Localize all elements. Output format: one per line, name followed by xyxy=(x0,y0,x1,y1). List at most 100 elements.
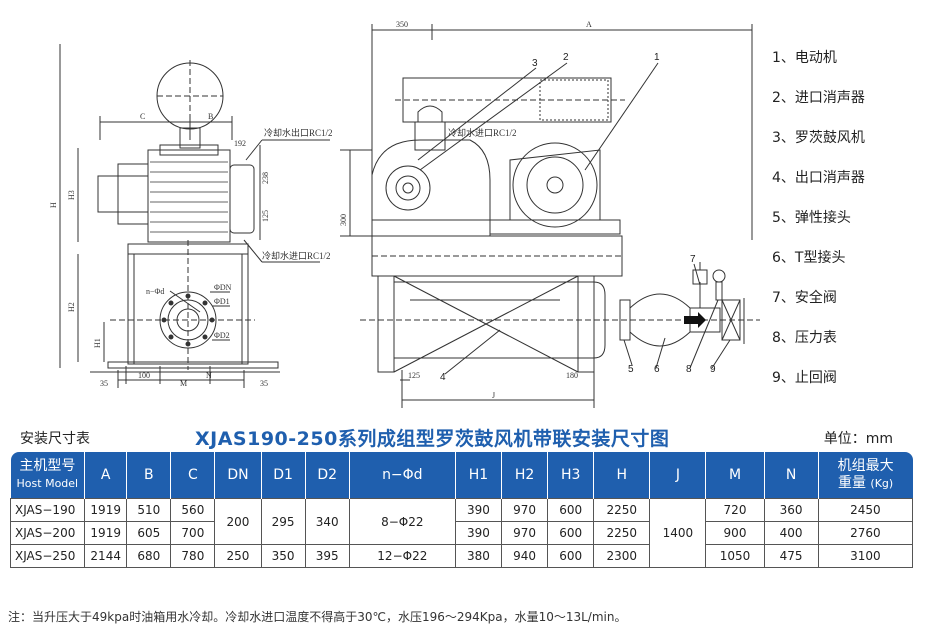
col-header-d2: D2 xyxy=(305,452,350,499)
cell-dn: 200 xyxy=(214,498,262,545)
legend-item-flex-joint: 5、弹性接头 xyxy=(772,210,851,226)
cell-c: 700 xyxy=(170,521,216,545)
dim-phidn: ΦDN xyxy=(214,283,232,292)
dim-350: 350 xyxy=(396,20,408,29)
dim-j: J xyxy=(492,391,495,400)
col-header-b: B xyxy=(126,452,172,499)
dim-300: 300 xyxy=(339,214,348,226)
cell-c: 560 xyxy=(170,498,216,522)
cell-m: 720 xyxy=(705,498,765,522)
cell-m: 1050 xyxy=(705,544,765,568)
dim-n: N xyxy=(206,371,212,380)
col-header-model-en: Host Model xyxy=(16,477,79,490)
dim-h3: H3 xyxy=(67,190,76,200)
side-view xyxy=(340,24,760,408)
cell-h: 2250 xyxy=(593,521,651,545)
legend-item-inlet-silencer: 2、进口消声器 xyxy=(772,90,865,106)
callout-1: 1 xyxy=(654,52,660,63)
dim-100: 100 xyxy=(138,371,150,380)
col-header-m: M xyxy=(705,452,765,499)
callout-8: 8 xyxy=(686,364,692,375)
legend-item-t-joint: 6、T型接头 xyxy=(772,250,846,266)
cell-weight: 2450 xyxy=(817,498,914,522)
callout-6: 6 xyxy=(654,364,660,375)
note-cool-in: 冷却水进口RC1/2 xyxy=(262,250,331,261)
cell-a: 2144 xyxy=(84,544,128,568)
col-header-j: J xyxy=(649,452,707,499)
table-row: XJAS−250 2144 680 780 250 350 395 12−Φ22… xyxy=(9,544,914,568)
cell-dn: 250 xyxy=(214,544,262,568)
dim-phid1: ΦD1 xyxy=(214,297,230,306)
note-cool-side: 冷却水进口RC1/2 xyxy=(448,127,517,138)
cell-h3: 600 xyxy=(547,544,595,568)
cell-c: 780 xyxy=(170,544,216,568)
col-header-h3: H3 xyxy=(547,452,595,499)
col-header-model-cn: 主机型号 xyxy=(19,458,76,474)
cell-n: 475 xyxy=(763,544,819,568)
dimension-table: 主机型号 Host Model A B C DN D1 D2 n−Φd H1 H… xyxy=(9,452,914,568)
cell-h: 2300 xyxy=(593,544,651,568)
cell-m: 900 xyxy=(705,521,765,545)
legend-item-check-valve: 9、止回阀 xyxy=(772,370,837,386)
dim-phid2: ΦD2 xyxy=(214,331,230,340)
callout-5: 5 xyxy=(628,364,634,375)
cell-n-phid: 12−Φ22 xyxy=(348,544,456,568)
cell-b: 605 xyxy=(126,521,172,545)
cell-n: 360 xyxy=(763,498,819,522)
table-caption: 安装尺寸表 xyxy=(20,431,90,447)
col-header-h1: H1 xyxy=(455,452,503,499)
parts-legend: 1、电动机 2、进口消声器 3、罗茨鼓风机 4、出口消声器 5、弹性接头 6、T… xyxy=(772,48,922,408)
dim-238: 238 xyxy=(261,172,270,184)
cell-j: 1400 xyxy=(649,498,707,568)
col-header-h2: H2 xyxy=(501,452,549,499)
cell-h3: 600 xyxy=(547,521,595,545)
dim-c: C xyxy=(140,112,145,121)
cell-model: XJAS−190 xyxy=(9,498,86,522)
page-title: XJAS190-250系列成组型罗茨鼓风机带联安装尺寸图 xyxy=(195,428,670,450)
cell-h2: 970 xyxy=(501,521,549,545)
cell-h: 2250 xyxy=(593,498,651,522)
cell-d1: 350 xyxy=(260,544,306,568)
callout-9: 9 xyxy=(710,364,716,375)
table-header-row: 主机型号 Host Model A B C DN D1 D2 n−Φd H1 H… xyxy=(10,452,913,499)
cell-n: 400 xyxy=(763,521,819,545)
cell-h1: 390 xyxy=(454,521,503,545)
col-header-h: H xyxy=(593,452,651,499)
footnote: 注：当升压大于49kpa时油箱用水冷却。冷却水进口温度不得高于30℃，水压196… xyxy=(8,610,627,624)
cell-h2: 940 xyxy=(501,544,549,568)
dim-m: M xyxy=(180,379,187,388)
legend-item-safety-valve: 7、安全阀 xyxy=(772,290,837,306)
cell-weight: 3100 xyxy=(817,544,914,568)
legend-item-pressure-gauge: 8、压力表 xyxy=(772,330,837,346)
cell-h1: 390 xyxy=(454,498,503,522)
note-cool-out: 冷却水出口RC1/2 xyxy=(264,127,333,138)
dim-125: 125 xyxy=(408,371,420,380)
legend-item-outlet-silencer: 4、出口消声器 xyxy=(772,170,865,186)
callout-7: 7 xyxy=(690,254,696,265)
col-header-n: N xyxy=(764,452,819,499)
cell-weight: 2760 xyxy=(817,521,914,545)
callout-2: 2 xyxy=(563,52,569,63)
col-header-a: A xyxy=(84,452,128,499)
col-header-dn: DN xyxy=(214,452,262,499)
cell-model: XJAS−250 xyxy=(9,544,86,568)
cell-model: XJAS−200 xyxy=(9,521,86,545)
cell-a: 1919 xyxy=(84,521,128,545)
dim-125-left: 125 xyxy=(261,210,270,222)
dim-h2: H2 xyxy=(67,302,76,312)
cell-b: 680 xyxy=(126,544,172,568)
dim-a: A xyxy=(586,20,592,29)
dim-b: B xyxy=(208,112,213,121)
cell-h3: 600 xyxy=(547,498,595,522)
flow-arrow xyxy=(684,312,706,328)
dim-180: 180 xyxy=(566,371,578,380)
col-header-weight-unit: (Kg) xyxy=(870,477,894,490)
col-header-weight: 机组最大 重量 (Kg) xyxy=(818,452,913,499)
dim-192: 192 xyxy=(234,139,246,148)
cell-d2: 340 xyxy=(304,498,350,545)
table-row: XJAS−200 1919 605 700 390 970 600 2250 9… xyxy=(9,521,914,545)
dim-h1: H1 xyxy=(93,338,102,348)
cell-d2: 395 xyxy=(304,544,350,568)
cell-h2: 970 xyxy=(501,498,549,522)
cell-b: 510 xyxy=(126,498,172,522)
